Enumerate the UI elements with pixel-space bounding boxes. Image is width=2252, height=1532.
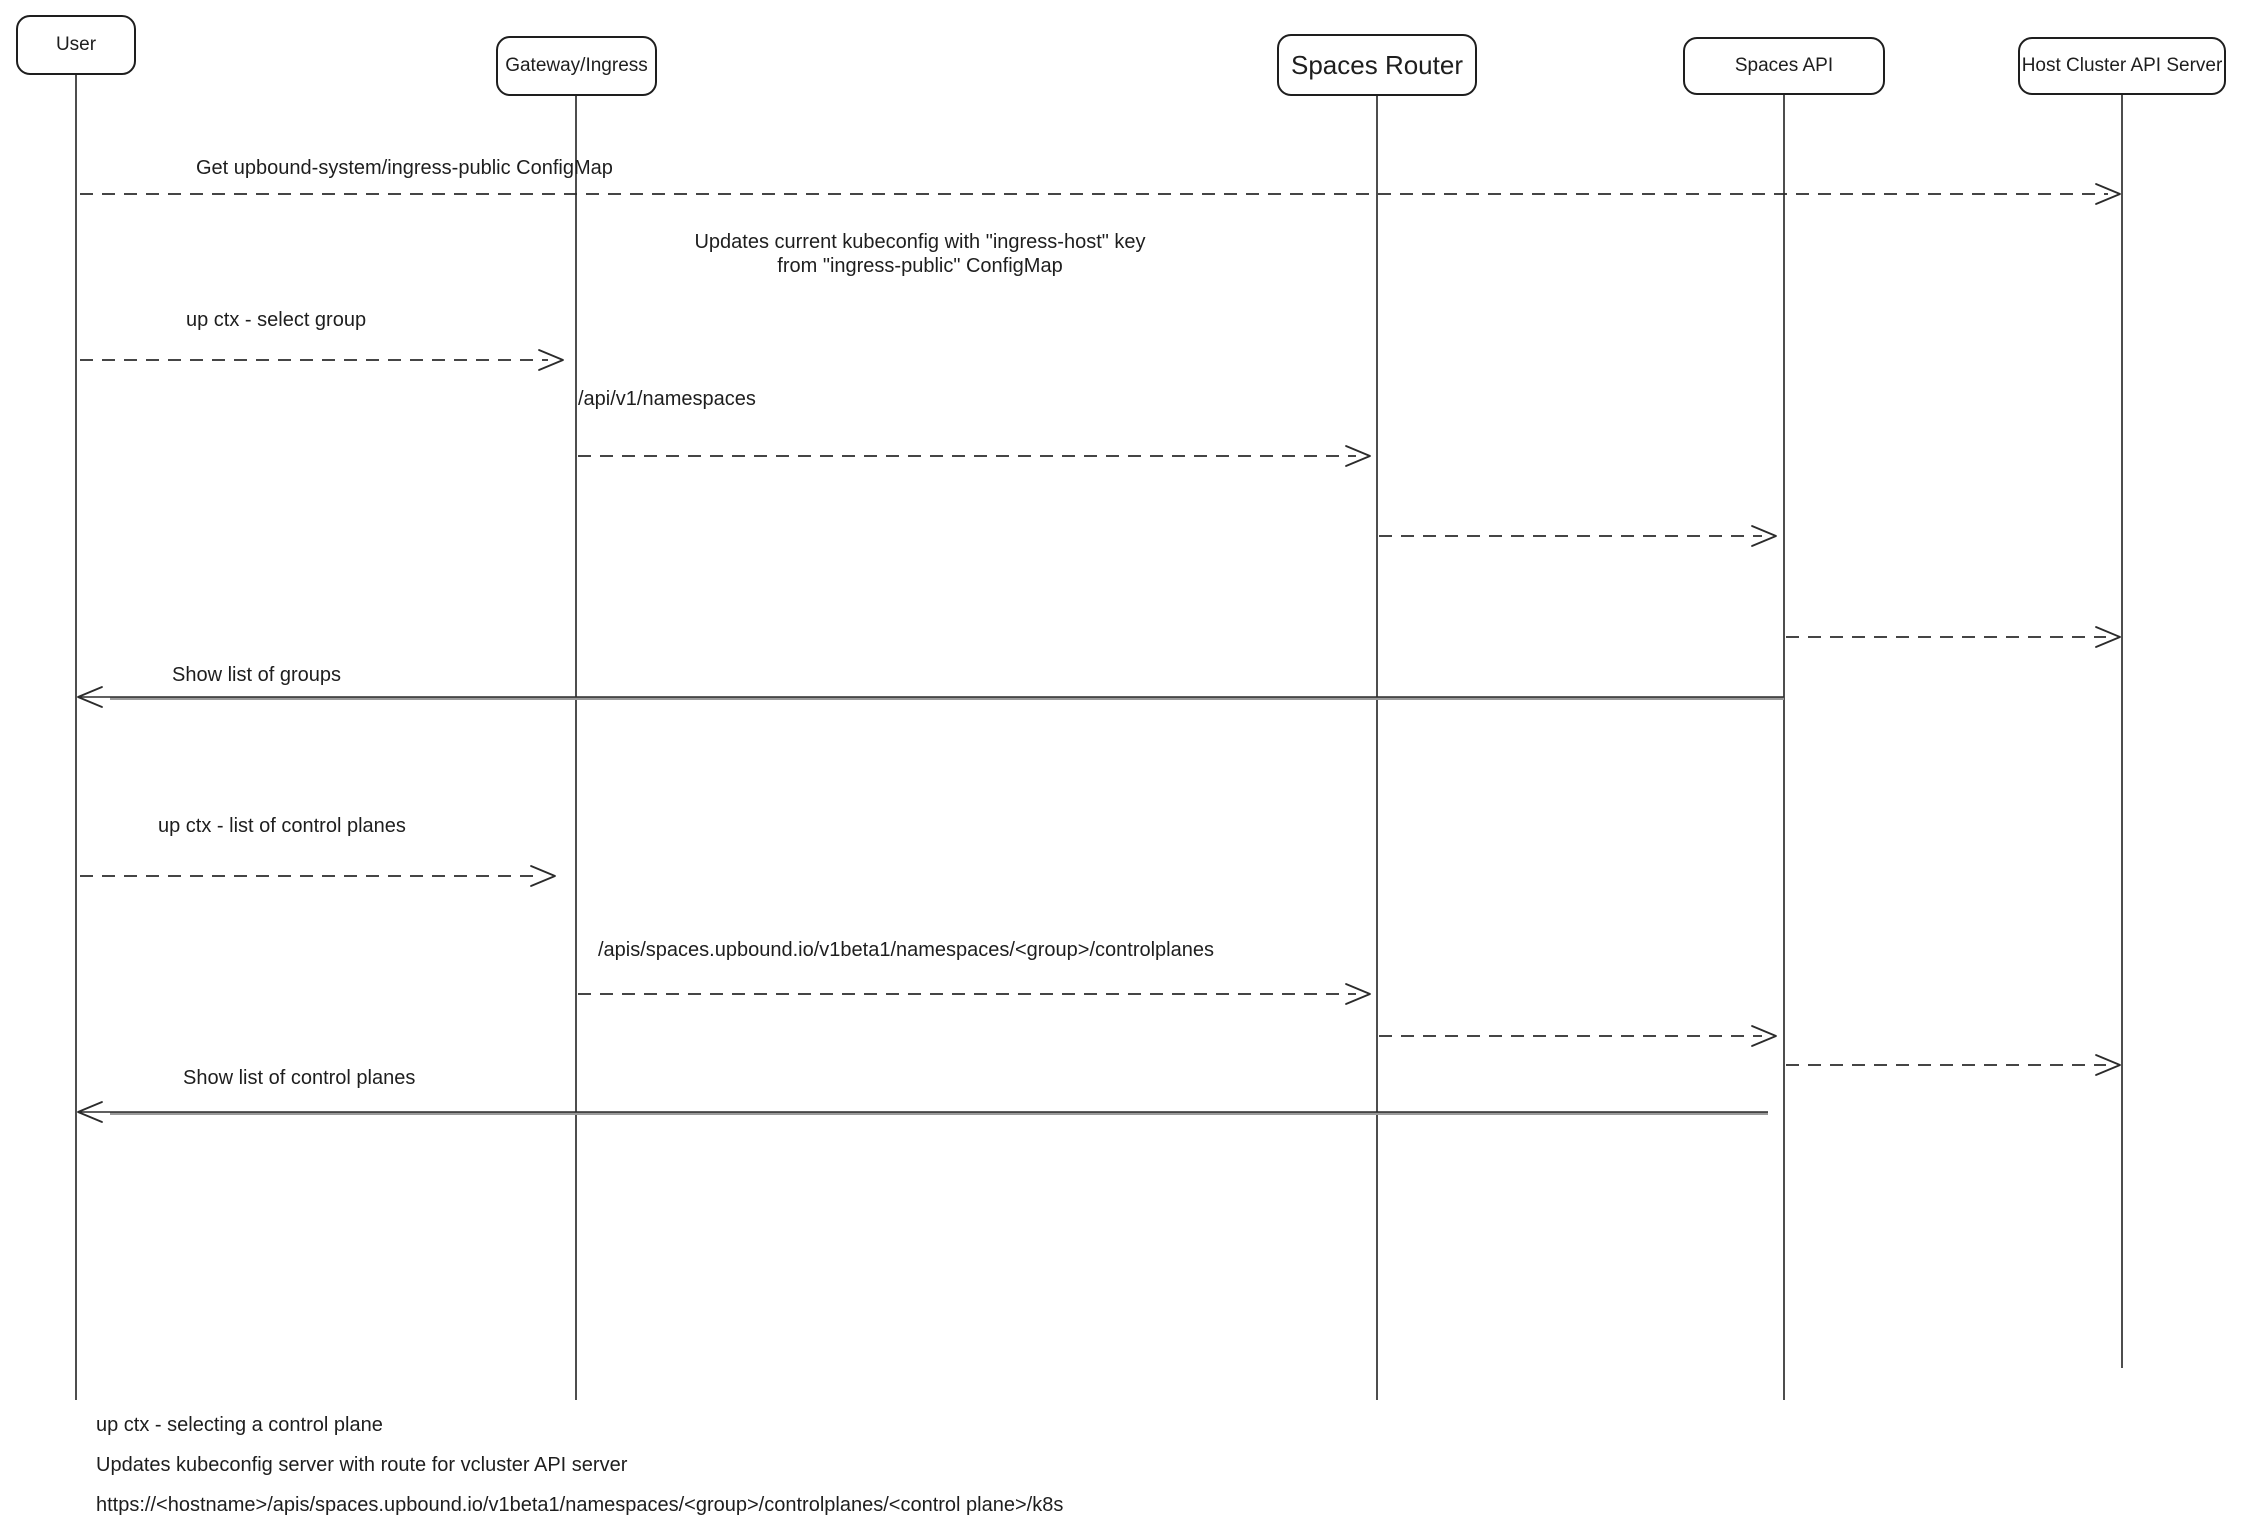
footer-note-selecting-control-plane: up ctx - selecting a control plane xyxy=(96,1414,383,1436)
actor-spaces-router: Spaces Router xyxy=(1277,34,1477,96)
arrow-api-namespaces xyxy=(578,445,1371,467)
arrow-show-control-planes xyxy=(77,1101,1768,1123)
arrowhead-left-icon xyxy=(77,1101,103,1123)
actor-user-label: User xyxy=(55,34,97,55)
actor-host-cluster-api-server-label: Host Cluster API Server xyxy=(2021,55,2223,76)
actor-spaces-router-label: Spaces Router xyxy=(1291,49,1463,80)
footer-note-vcluster-url: https://<hostname>/apis/spaces.upbound.i… xyxy=(96,1494,1064,1516)
message-label-api-namespaces: /api/v1/namespaces xyxy=(578,388,756,410)
arrow-get-configmap xyxy=(80,183,2121,205)
arrowhead-right-icon xyxy=(1751,525,1777,547)
arrowhead-right-icon xyxy=(2095,183,2121,205)
actor-gateway-ingress: Gateway/Ingress xyxy=(496,36,657,96)
arrow-apis-controlplanes xyxy=(578,983,1371,1005)
note-kubeconfig-update: Updates current kubeconfig with "ingress… xyxy=(694,230,1145,278)
arrow-select-group xyxy=(80,349,564,371)
footer-note-updates-kubeconfig: Updates kubeconfig server with route for… xyxy=(96,1454,628,1476)
arrowhead-right-icon xyxy=(2095,1054,2121,1076)
actor-spaces-api-label: Spaces API xyxy=(1734,55,1834,76)
arrow-list-control-planes xyxy=(80,865,556,887)
arrow-api-to-host-2 xyxy=(1786,1054,2121,1076)
arrowhead-left-icon xyxy=(77,686,103,708)
arrow-api-to-host xyxy=(1786,626,2121,648)
arrowhead-right-icon xyxy=(1751,1025,1777,1047)
arrow-router-to-api-2 xyxy=(1379,1025,1777,1047)
arrowhead-right-icon xyxy=(2095,626,2121,648)
message-label-list-control-planes: up ctx - list of control planes xyxy=(158,815,406,837)
message-label-select-group: up ctx - select group xyxy=(186,309,367,331)
arrowhead-right-icon xyxy=(530,865,556,887)
arrowhead-right-icon xyxy=(538,349,564,371)
arrowhead-right-icon xyxy=(1345,445,1371,467)
actor-spaces-api: Spaces API xyxy=(1683,37,1885,95)
note-kubeconfig-update-line2: from "ingress-public" ConfigMap xyxy=(777,255,1063,277)
arrow-router-to-api xyxy=(1379,525,1777,547)
actor-user: User xyxy=(16,15,136,75)
message-label-get-configmap: Get upbound-system/ingress-public Config… xyxy=(196,157,613,179)
actor-host-cluster-api-server: Host Cluster API Server xyxy=(2018,37,2226,95)
message-label-show-groups: Show list of groups xyxy=(172,664,341,686)
note-kubeconfig-update-line1: Updates current kubeconfig with "ingress… xyxy=(694,231,1146,253)
actor-gateway-ingress-label: Gateway/Ingress xyxy=(505,55,648,76)
arrowhead-right-icon xyxy=(1345,983,1371,1005)
arrow-show-groups xyxy=(77,686,1784,708)
message-label-apis-controlplanes: /apis/spaces.upbound.io/v1beta1/namespac… xyxy=(598,939,1214,961)
message-label-show-control-planes: Show list of control planes xyxy=(183,1067,416,1089)
